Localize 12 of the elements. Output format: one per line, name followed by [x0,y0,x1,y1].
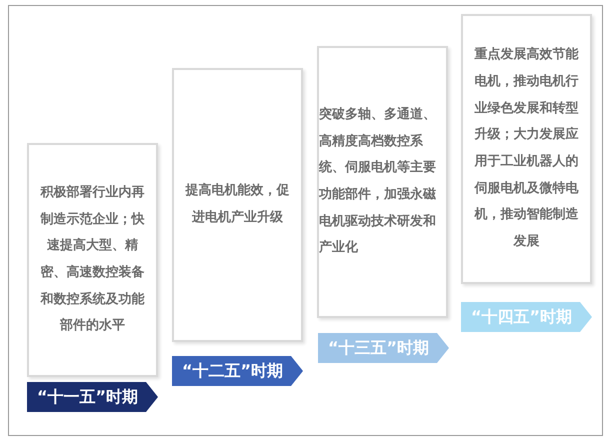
description-text: 提高电机能效，促进电机产业升级 [184,182,290,227]
description-text: 突破多轴、多通道、高精度高档数控系统、伺服电机等主要功能部件，加强永磁电机驱动技术研发和产业化 [319,106,437,258]
period-tag: “十二五”时期 [172,356,303,386]
description-card [27,143,158,377]
description-text: 重点发展高效节能电机，推动电机行业绿色发展和转型升级；大力发展应用于工业机器人的伺服电机及微特电机，推动智能制造发展 [473,46,580,251]
period-tag: “十三五”时期 [318,333,449,363]
description-card [172,68,303,342]
period-tag: “十一五”时期 [27,382,158,412]
description-card [317,46,448,318]
description-card [461,14,592,284]
period-tag: “十四五”时期 [461,302,592,332]
description-text: 积极部署行业内再制造示范企业；快速提高大型、精密、高速数控装备和数控系统及功能部件的水平 [39,184,146,336]
